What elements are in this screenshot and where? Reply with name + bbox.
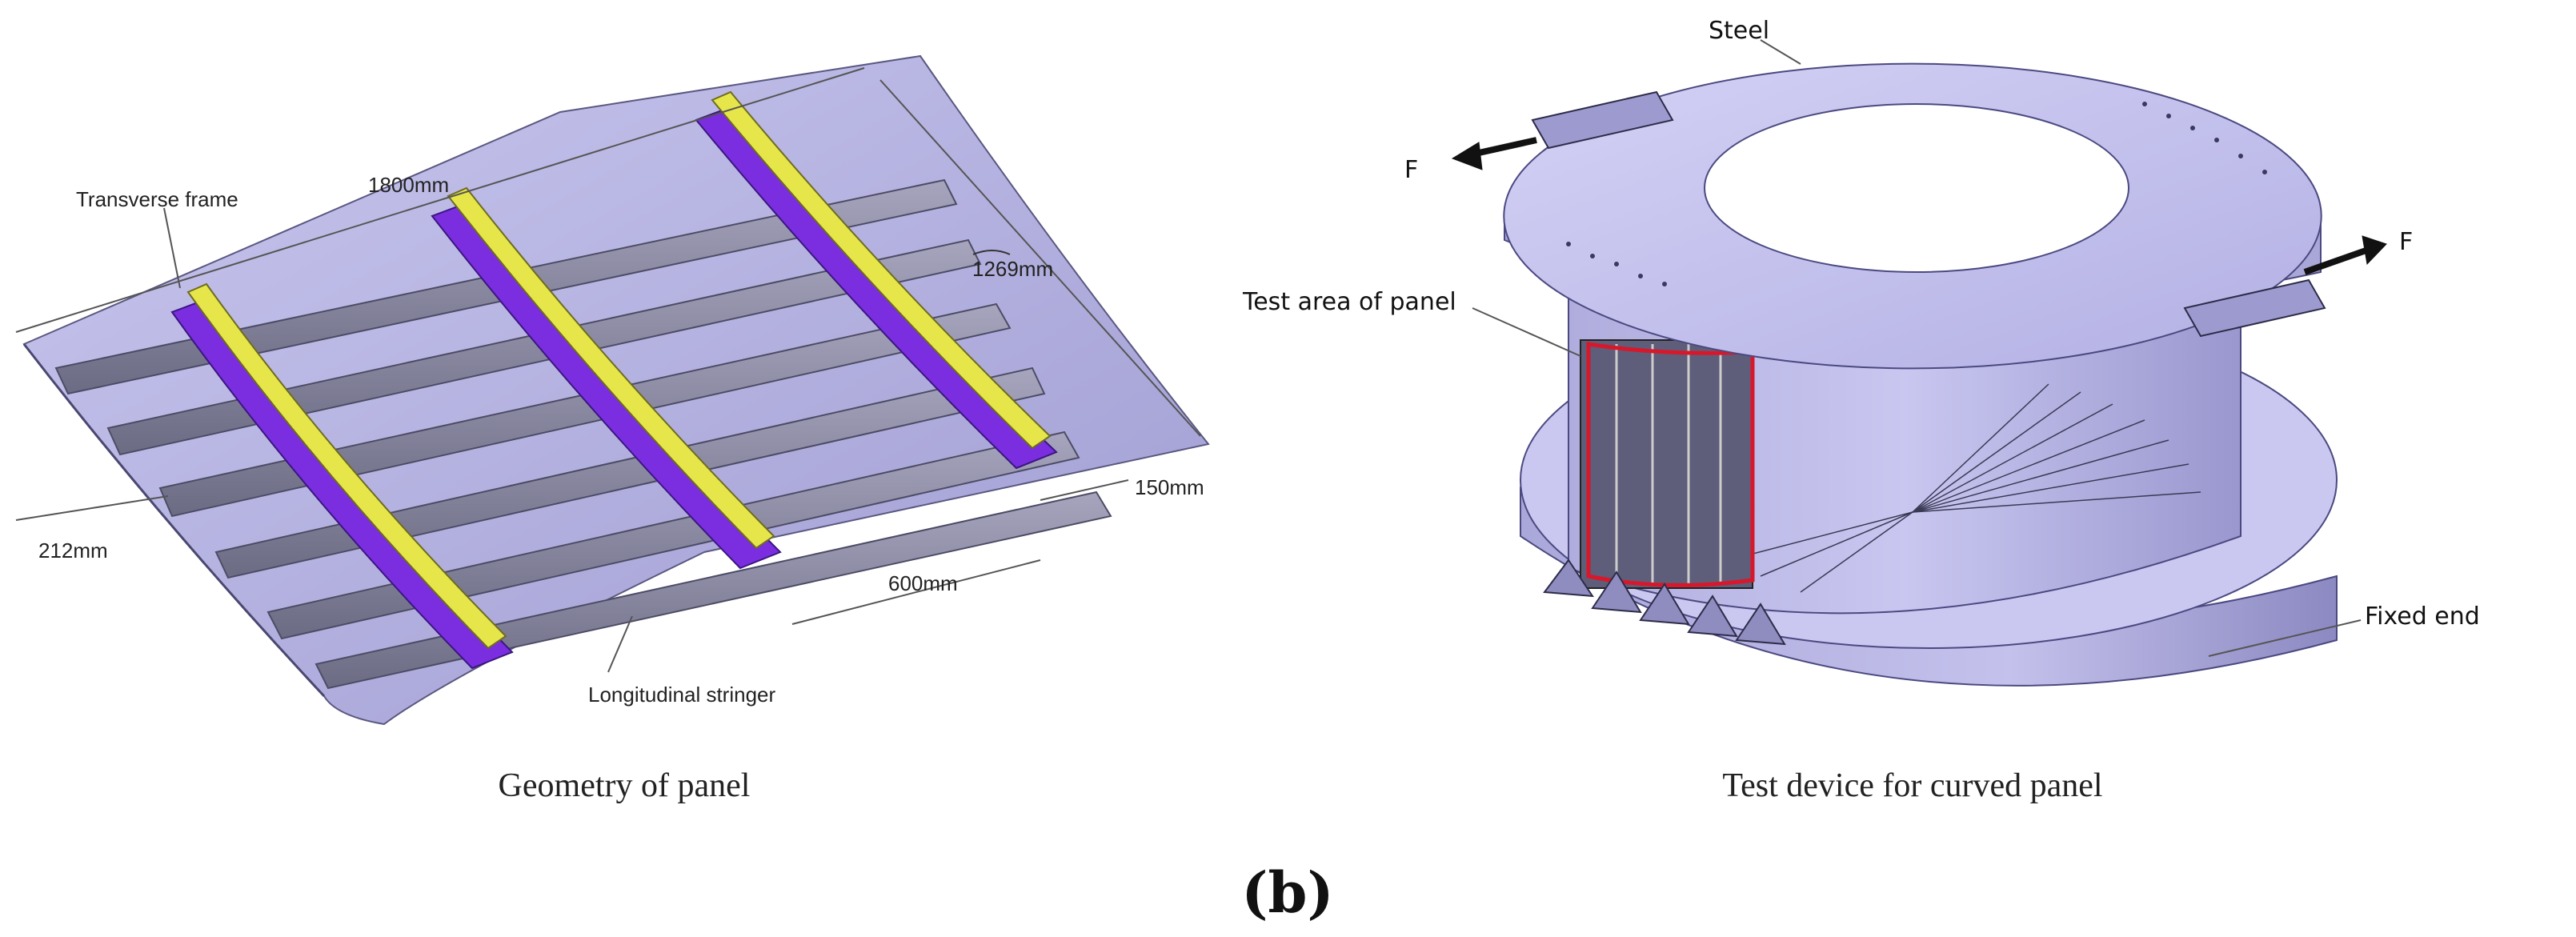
caption-test-device: Test device for curved panel	[1722, 767, 2102, 804]
label-600mm: 600mm	[888, 571, 958, 595]
label-force-right: F	[2399, 228, 2413, 256]
test-area-outline	[1586, 342, 1755, 587]
label-150mm: 150mm	[1135, 475, 1204, 499]
leader-stringer	[607, 615, 633, 673]
dimension-lines	[15, 67, 1201, 673]
dim-line-150	[1040, 479, 1129, 501]
bottom-brackets	[1543, 559, 1786, 646]
clamp-left	[1531, 90, 1674, 150]
transverse-frames	[170, 90, 1058, 670]
caption-geometry: Geometry of panel	[499, 767, 751, 804]
stringer	[266, 430, 1080, 640]
frame-cap	[711, 90, 1052, 450]
frame-cap	[186, 282, 507, 650]
label-fixed-end: Fixed end	[2365, 603, 2480, 631]
arc-mark	[972, 250, 1011, 255]
label-transverse-frame: Transverse frame	[76, 187, 238, 211]
leader-transverse	[163, 207, 181, 289]
stringer	[214, 366, 1046, 579]
right-leaders	[1472, 39, 2362, 657]
force-arrowhead-left	[1451, 142, 1483, 170]
dim-line-1269	[879, 79, 1201, 437]
panel-geometry-drawing: Transverse frame 1800mm 1269mm 212mm 150…	[15, 54, 1210, 804]
fan-lines	[1728, 383, 2201, 593]
dim-line-600	[791, 559, 1041, 625]
test-panel-body	[1580, 339, 1753, 589]
label-1800mm: 1800mm	[368, 173, 449, 197]
label-force-left: F	[1404, 156, 1418, 184]
steel-ring-top	[1503, 62, 2322, 370]
figure-label: (b)	[1241, 859, 1333, 926]
test-device-drawing: Steel F F Test area of panel Fixed end T…	[1242, 17, 2480, 804]
dim-line-212	[15, 495, 169, 521]
label-test-area: Test area of panel	[1242, 288, 1456, 316]
dim-line-1800	[15, 67, 865, 333]
label-212mm: 212mm	[38, 539, 108, 563]
force-arrowhead-right	[2362, 235, 2387, 266]
label-longitudinal-stringer: Longitudinal stringer	[588, 683, 775, 707]
force-arrows	[1451, 137, 2387, 275]
label-steel: Steel	[1709, 17, 1769, 45]
label-1269mm: 1269mm	[972, 257, 1053, 281]
frame-cap	[447, 186, 775, 550]
stringer	[314, 491, 1112, 690]
ring-holes	[1566, 102, 2267, 286]
stringer	[158, 302, 1012, 518]
clamp-right	[2183, 278, 2326, 338]
force-arrow-right	[2303, 245, 2374, 275]
test-panel	[1543, 339, 1786, 646]
